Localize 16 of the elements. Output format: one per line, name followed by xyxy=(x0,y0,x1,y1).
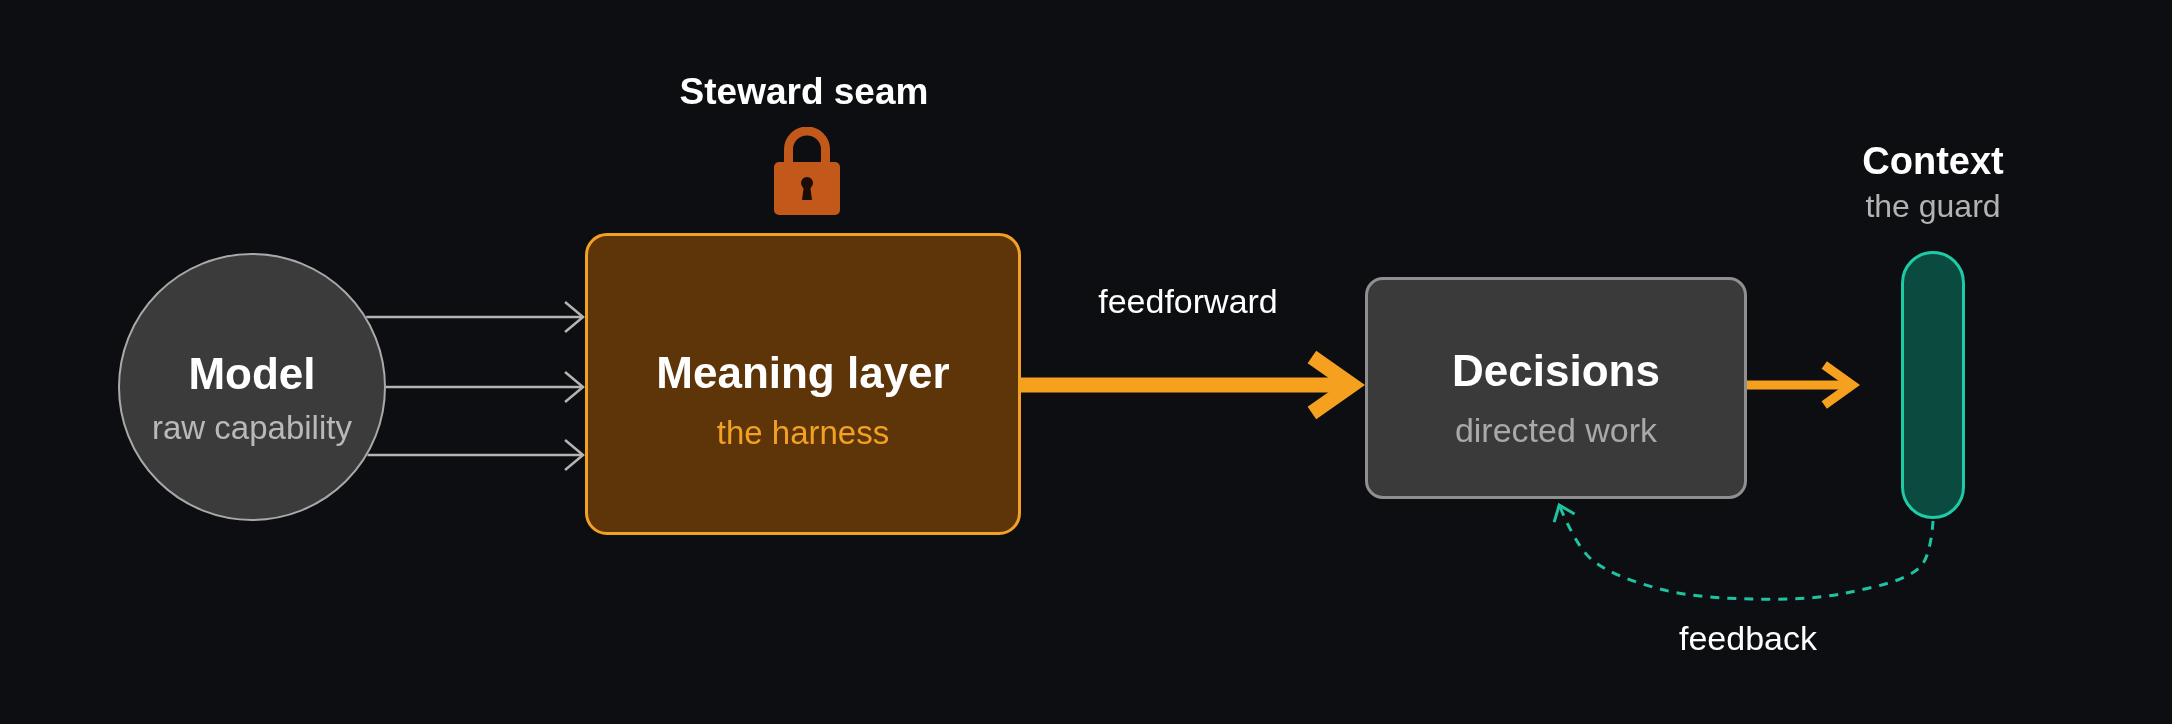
node-title: Model xyxy=(188,348,316,400)
node-title: Context xyxy=(1862,140,2004,184)
node-subtitle: raw capability xyxy=(152,409,352,448)
seam-label: Steward seam xyxy=(679,70,929,114)
decision-box xyxy=(1365,277,1747,499)
arrow xyxy=(386,370,585,404)
arrow xyxy=(366,300,585,334)
arrow xyxy=(1747,360,1857,410)
arrow xyxy=(1552,503,1935,601)
arrow xyxy=(367,438,585,472)
node-subtitle: the harness xyxy=(716,413,890,452)
layer-box xyxy=(585,233,1021,535)
node-subtitle: the guard xyxy=(1865,187,2001,225)
node-title: Meaning layer xyxy=(656,348,950,399)
node-subtitle: directed work xyxy=(1454,411,1658,451)
node-title: Decisions xyxy=(1452,345,1660,397)
